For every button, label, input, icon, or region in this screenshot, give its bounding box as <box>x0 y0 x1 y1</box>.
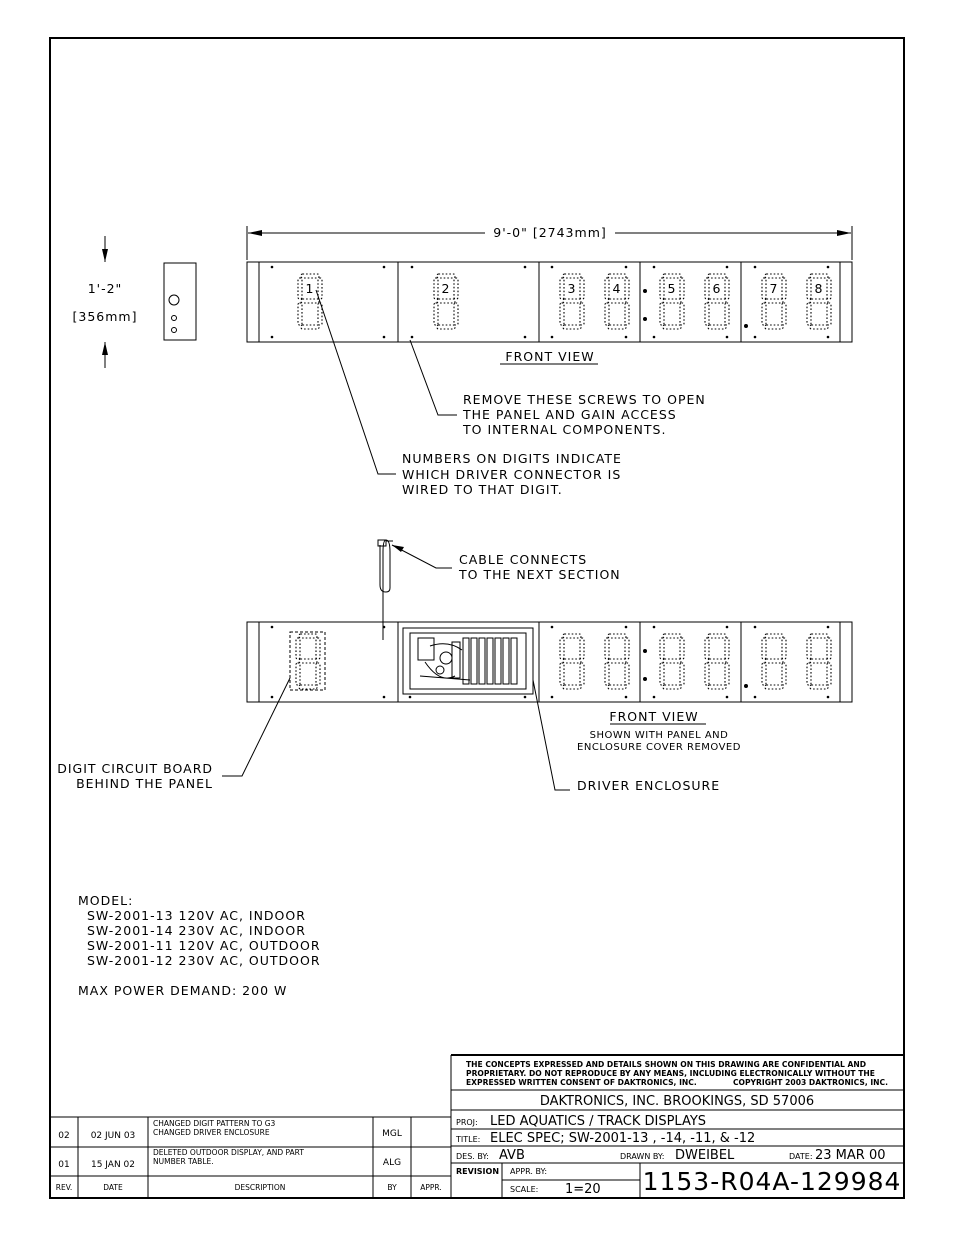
des-label: DES. BY: <box>456 1152 489 1161</box>
callout-driver: DRIVER ENCLOSURE <box>532 679 720 793</box>
front-view-2-note: ENCLOSURE COVER REMOVED <box>577 742 741 753</box>
callout-text: CABLE CONNECTS <box>459 552 587 567</box>
revision-label: REVISION <box>456 1167 499 1176</box>
callout-text: DRIVER ENCLOSURE <box>577 778 720 793</box>
model-notes: MODEL: SW-2001-13 120V AC, INDOOR SW-200… <box>78 893 321 998</box>
title-block: THE CONCEPTS EXPRESSED AND DETAILS SHOWN… <box>450 1054 904 1198</box>
model-item: SW-2001-12 230V AC, OUTDOOR <box>87 953 321 968</box>
callout-text: BEHIND THE PANEL <box>76 776 213 791</box>
rev-by: MGL <box>382 1129 402 1139</box>
drawn-label: DRAWN BY: <box>620 1152 664 1161</box>
date-header: DATE <box>103 1183 123 1192</box>
rev-date: 15 JAN 02 <box>91 1160 135 1170</box>
digit-circuit-board <box>289 631 326 691</box>
callout-text: THE PANEL AND GAIN ACCESS <box>462 407 677 422</box>
model-item: SW-2001-13 120V AC, INDOOR <box>87 908 306 923</box>
callout-text: TO THE NEXT SECTION <box>458 567 621 582</box>
cable: CABLE CONNECTS TO THE NEXT SECTION <box>377 539 621 625</box>
callout-text: TO INTERNAL COMPONENTS. <box>462 422 666 437</box>
rev-date: 02 JUN 03 <box>91 1131 136 1141</box>
width-dimension-text: 9'-0" [2743mm] <box>493 225 607 240</box>
sheet-border <box>49 37 905 1199</box>
callout-text: WHICH DRIVER CONNECTOR IS <box>402 467 621 482</box>
callout-digit-board: DIGIT CIRCUIT BOARD BEHIND THE PANEL <box>57 677 291 791</box>
confidential-notice: THE CONCEPTS EXPRESSED AND DETAILS SHOWN… <box>466 1060 866 1069</box>
appr-label: APPR. BY: <box>510 1167 547 1176</box>
model-heading: MODEL: <box>78 893 133 908</box>
width-dimension: 9'-0" [2743mm] <box>246 225 853 260</box>
callout-text: REMOVE THESE SCREWS TO OPEN <box>463 392 706 407</box>
digit-number: 4 <box>613 281 622 296</box>
copyright: COPYRIGHT 2003 DAKTRONICS, INC. <box>733 1078 888 1087</box>
drawing-number: 1153-R04A-129984 <box>643 1167 902 1196</box>
front-view-1-title: FRONT VIEW <box>505 349 594 364</box>
rev-number: 01 <box>58 1160 69 1170</box>
rev-description: CHANGED DRIVER ENCLOSURE <box>153 1128 270 1137</box>
height-dimension-mm: [356mm] <box>73 309 138 324</box>
title-label: TITLE: <box>455 1135 480 1144</box>
drawing-date: 23 MAR 00 <box>815 1148 886 1163</box>
callout-text: WIRED TO THAT DIGIT. <box>402 482 563 497</box>
rev-number: 02 <box>58 1131 69 1141</box>
designer: AVB <box>499 1148 525 1163</box>
front-view-1-display: 1 2 3 4 5 6 7 8 <box>246 261 853 343</box>
driver-enclosure <box>382 622 534 695</box>
drawing-title: ELEC SPEC; SW-2001-13 , -14, -11, & -12 <box>490 1131 755 1146</box>
front-view-2-display <box>246 621 853 703</box>
callout-screws: REMOVE THESE SCREWS TO OPEN THE PANEL AN… <box>409 339 706 437</box>
callout-numbers: NUMBERS ON DIGITS INDICATE WHICH DRIVER … <box>315 289 622 497</box>
callout-text: NUMBERS ON DIGITS INDICATE <box>402 451 622 466</box>
digit-number: 2 <box>442 281 451 296</box>
front-view-2-title: FRONT VIEW <box>609 709 698 724</box>
digit-number: 3 <box>568 281 577 296</box>
scale-value: 1=20 <box>565 1182 601 1197</box>
digit-number: 1 <box>306 281 315 296</box>
by-header: BY <box>387 1183 397 1192</box>
drafter: DWEIBEL <box>675 1148 735 1163</box>
model-item: SW-2001-14 230V AC, INDOOR <box>87 923 306 938</box>
rev-description: DELETED OUTDOOR DISPLAY, AND PART <box>153 1148 304 1157</box>
rev-description: CHANGED DIGIT PATTERN TO G3 <box>153 1119 276 1128</box>
date-label: DATE: <box>789 1152 813 1161</box>
side-view: 1'-2" [356mm] <box>73 236 197 368</box>
proj-label: PROJ: <box>456 1118 478 1127</box>
confidential-notice: EXPRESSED WRITTEN CONSENT OF DAKTRONICS,… <box>466 1078 697 1087</box>
height-dimension-ft: 1'-2" <box>88 281 123 296</box>
description-header: DESCRIPTION <box>235 1183 286 1192</box>
model-item: SW-2001-11 120V AC, OUTDOOR <box>87 938 321 953</box>
digit-number: 5 <box>668 281 677 296</box>
scale-label: SCALE: <box>510 1185 538 1194</box>
confidential-notice: PROPRIETARY. DO NOT REPRODUCE BY ANY MEA… <box>466 1069 875 1078</box>
callout-text: DIGIT CIRCUIT BOARD <box>57 761 213 776</box>
rev-description: NUMBER TABLE. <box>153 1157 214 1166</box>
digit-number: 6 <box>713 281 722 296</box>
rev-by: ALG <box>383 1158 401 1168</box>
digit-number: 8 <box>815 281 824 296</box>
digit-number: 7 <box>770 281 779 296</box>
rev-header: REV. <box>56 1183 73 1192</box>
company-name: DAKTRONICS, INC. BROOKINGS, SD 57006 <box>540 1094 814 1109</box>
front-view-2-note: SHOWN WITH PANEL AND <box>590 730 729 741</box>
max-power: MAX POWER DEMAND: 200 W <box>78 983 287 998</box>
appr-header: APPR. <box>420 1183 442 1192</box>
project-name: LED AQUATICS / TRACK DISPLAYS <box>490 1114 706 1129</box>
revision-table: 02 02 JUN 03 CHANGED DIGIT PATTERN TO G3… <box>50 1116 452 1198</box>
